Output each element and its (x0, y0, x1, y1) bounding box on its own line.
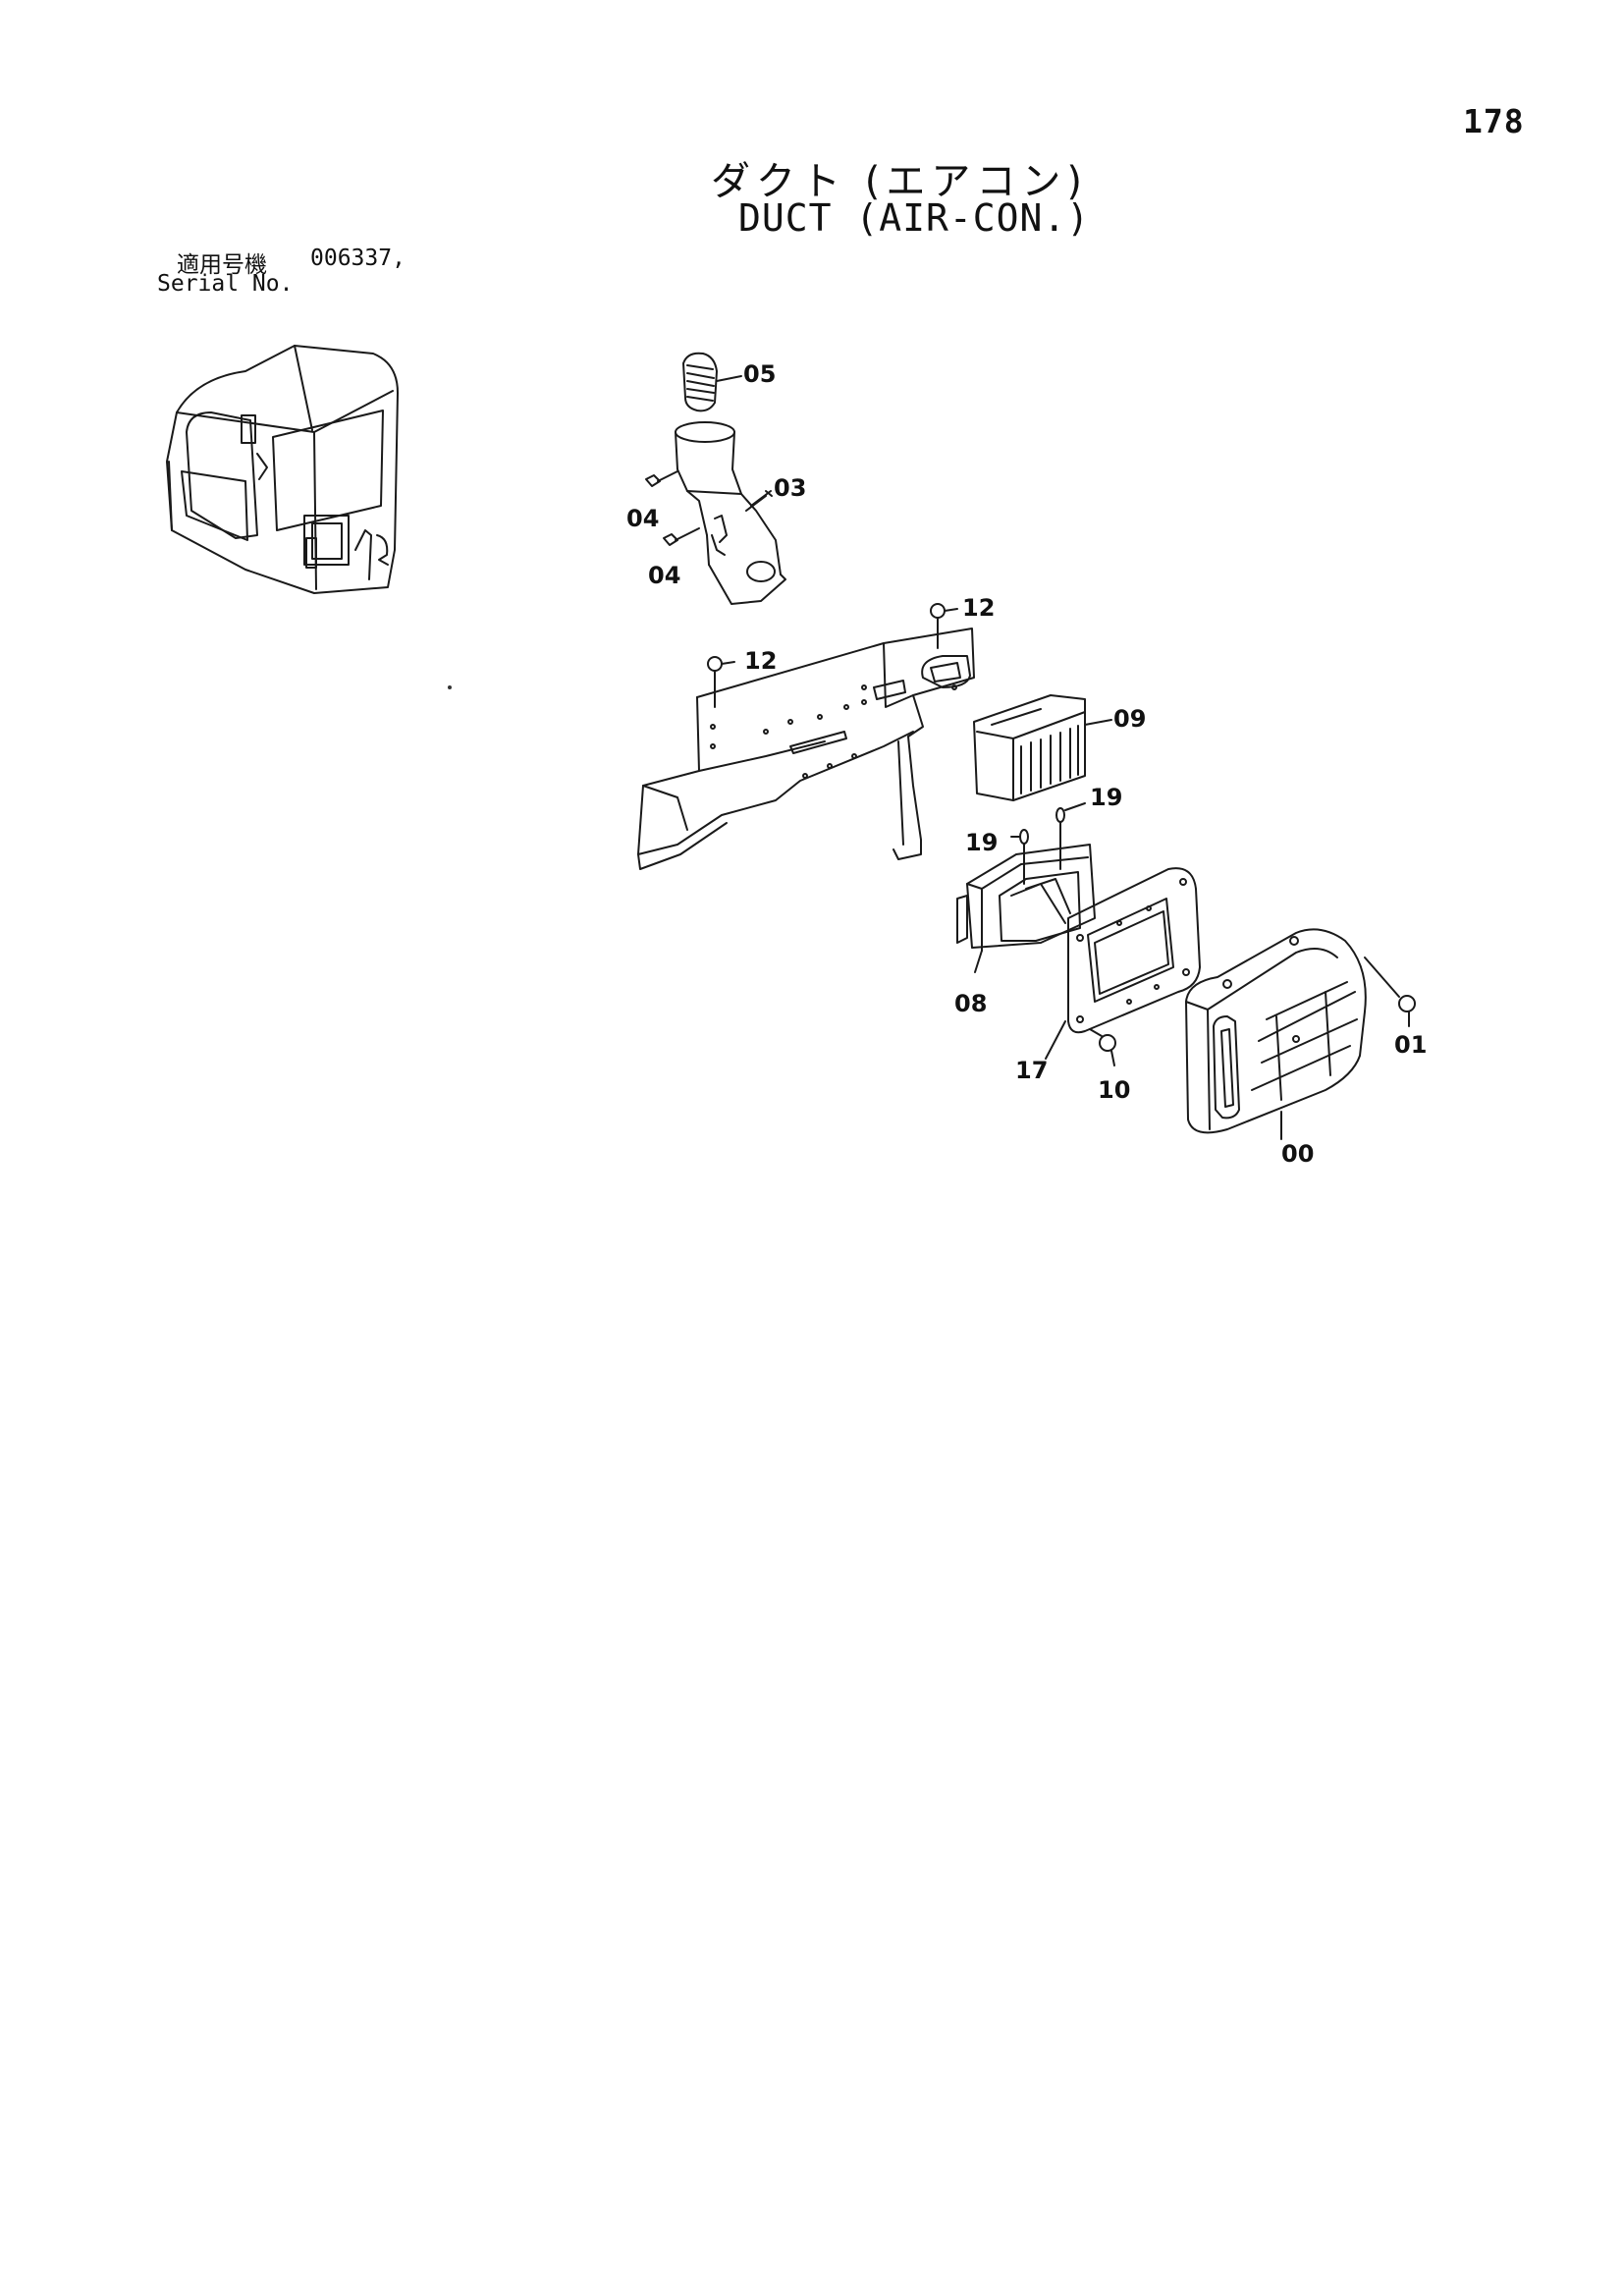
callout-08: 08 (954, 990, 987, 1017)
cab-illustration (166, 345, 399, 594)
part-10-screw (1089, 1028, 1116, 1066)
part-19-pins (1010, 802, 1086, 885)
callout-19-right: 19 (1090, 784, 1122, 811)
callout-01: 01 (1394, 1031, 1427, 1059)
callout-12-right: 12 (962, 594, 995, 622)
part-03-vertical-duct (675, 421, 786, 605)
page-number: 178 (1463, 102, 1525, 140)
callout-03: 03 (774, 474, 806, 502)
serial-number: 006337, (310, 246, 406, 271)
callout-04-upper: 04 (626, 505, 659, 532)
part-00-cover (1185, 928, 1367, 1140)
serial-label-english: Serial No. (157, 271, 294, 297)
callout-05: 05 (743, 360, 776, 388)
part-05-nozzle (682, 352, 742, 412)
callout-10: 10 (1098, 1076, 1130, 1104)
callout-17: 17 (1015, 1057, 1048, 1084)
callout-04-lower: 04 (648, 562, 680, 589)
part-08-filter-case (956, 844, 1096, 973)
part-17-gasket (1045, 867, 1201, 1060)
part-01-screw (1364, 957, 1416, 1027)
title-japanese: ダクト (エアコン) (711, 159, 1088, 204)
callout-19-left: 19 (965, 829, 998, 856)
serial-label-japanese: 適用号機 (177, 252, 267, 278)
part-12-bolts (707, 603, 958, 708)
part-04-screws (645, 470, 700, 546)
callout-12-left: 12 (744, 647, 777, 675)
title-english: DUCT (AIR-CON.) (738, 196, 1091, 240)
part-09-filter (973, 694, 1112, 801)
main-duct-assembly (637, 628, 975, 870)
callout-09: 09 (1113, 705, 1146, 733)
callout-00: 00 (1281, 1140, 1314, 1168)
